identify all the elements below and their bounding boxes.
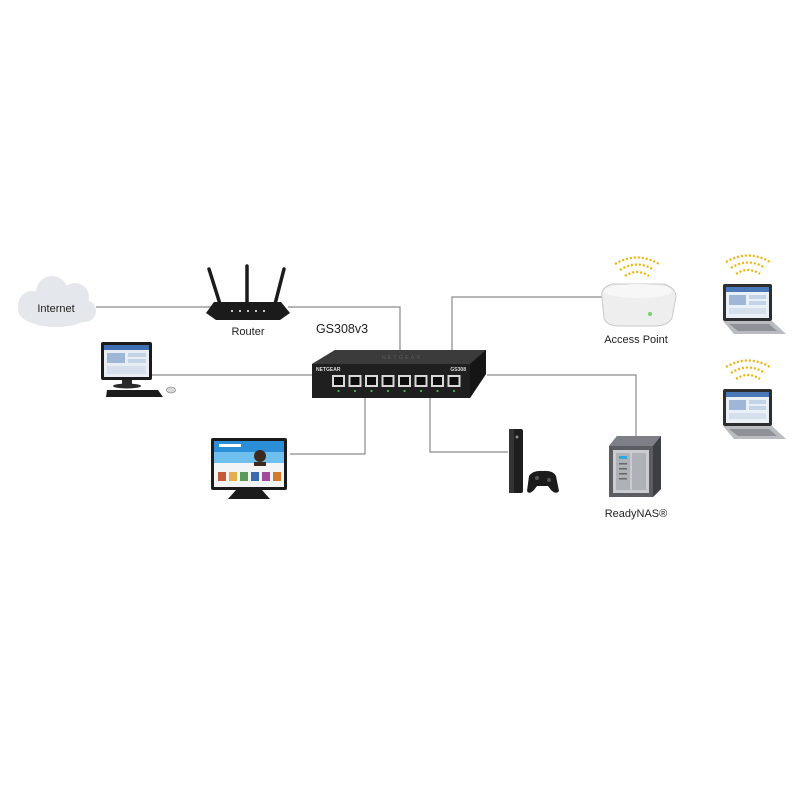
wifi-signal-icon <box>725 359 771 380</box>
wifi-signal-icon <box>725 254 771 275</box>
wifi-signal-icon <box>614 256 660 277</box>
link-switch-nas <box>487 374 637 436</box>
switch-top-logo: NETGEAR <box>382 355 423 361</box>
switch-brand-label: NETGEAR <box>316 367 341 373</box>
switch-ports <box>332 375 461 393</box>
nas-label: ReadyNAS® <box>605 508 668 520</box>
switch-front-model-label: GS308 <box>450 367 466 373</box>
router-icon: Router <box>206 264 290 338</box>
switch-icon: NETGEAR NETGEAR GS308 <box>312 350 486 398</box>
router-label: Router <box>231 326 264 338</box>
laptop-icon <box>723 359 786 439</box>
access-point-label: Access Point <box>604 334 668 346</box>
ethernet-port <box>332 375 345 393</box>
game-console-icon <box>509 429 559 493</box>
cloud-icon: Internet <box>18 276 96 327</box>
desktop-computer-icon <box>101 342 176 397</box>
ethernet-port <box>365 375 378 393</box>
ethernet-port <box>398 375 411 393</box>
nas-icon: ReadyNAS® <box>605 436 668 520</box>
link-switch-tv <box>290 398 366 455</box>
ethernet-port <box>431 375 444 393</box>
laptop-icon <box>723 254 786 334</box>
ethernet-port <box>447 375 461 393</box>
switch-model-label: GS308v3 <box>316 322 368 336</box>
ethernet-port <box>348 375 362 393</box>
link-switch-accesspoint <box>451 296 603 352</box>
tv-icon <box>211 438 287 499</box>
access-point-icon: Access Point <box>601 256 677 346</box>
ethernet-port <box>414 375 428 393</box>
ethernet-port <box>381 375 395 393</box>
link-router-switch <box>288 306 401 352</box>
connection-lines <box>96 296 637 455</box>
internet-label: Internet <box>37 303 74 315</box>
link-switch-console <box>429 398 508 453</box>
